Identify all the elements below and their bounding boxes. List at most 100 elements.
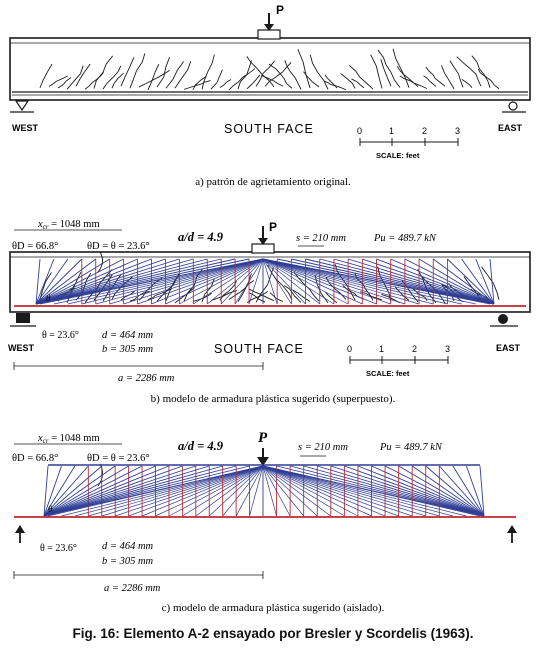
- crack-segment: [425, 66, 430, 72]
- pu-label-b: Pu = 489.7 kN: [373, 233, 437, 244]
- crack-segment: [481, 266, 488, 276]
- caption-a: a) patrón de agrietamiento original.: [195, 176, 351, 188]
- truss-diagonal: [35, 258, 41, 305]
- crack-segment: [460, 80, 464, 88]
- crack-segment: [305, 74, 311, 89]
- crack-segment: [112, 71, 119, 78]
- d-label-c: d = 464 mm: [102, 541, 154, 552]
- crack-segment: [303, 71, 308, 78]
- truss-radial: [141, 465, 264, 517]
- crack-segment: [476, 61, 480, 69]
- crack-segment: [120, 296, 126, 301]
- theta-d-left-c: θD = 66.8°: [12, 453, 58, 464]
- scale-bar-b: [349, 356, 449, 364]
- crack-segment: [267, 275, 271, 285]
- crack-segment: [432, 83, 437, 87]
- truss-diagonal: [290, 465, 485, 517]
- crack-segment: [277, 83, 284, 87]
- b-label-c: b = 305 mm: [102, 556, 154, 567]
- reaction-head-west-c: [15, 525, 25, 533]
- crack-segment: [314, 274, 318, 285]
- crack-segment: [194, 83, 202, 87]
- crack-segment: [334, 264, 338, 272]
- ad-label-b: a/d = 4.9: [178, 230, 224, 244]
- theta-bottom-c: θ = 23.6°: [40, 543, 77, 554]
- truss-radial: [262, 465, 277, 517]
- crack-segment: [142, 290, 150, 294]
- crack-segment: [141, 53, 146, 63]
- face-label-a: SOUTH FACE: [224, 122, 314, 136]
- crack-segment: [421, 85, 428, 89]
- crack-segment: [351, 78, 358, 83]
- truss-diagonal: [43, 465, 62, 517]
- crack-segment: [226, 79, 232, 83]
- crack-segment: [93, 291, 101, 301]
- crack-segment: [73, 73, 81, 82]
- crack-segment: [230, 290, 237, 293]
- crack-pattern-a: [39, 48, 500, 91]
- crack-segment: [434, 78, 441, 83]
- crack-segment: [268, 80, 275, 88]
- crack-segment: [297, 292, 302, 297]
- crack-segment: [237, 81, 241, 90]
- crack-segment: [264, 81, 270, 87]
- scale-tick-1-b: 1: [379, 344, 384, 354]
- crack-segment: [441, 65, 445, 74]
- crack-segment: [385, 64, 392, 73]
- crack-segment: [210, 82, 218, 90]
- crack-segment: [134, 296, 138, 300]
- crack-segment: [169, 282, 174, 293]
- pu-label-c: Pu = 489.7 kN: [379, 442, 443, 453]
- crack-segment: [341, 278, 348, 286]
- crack-segment: [428, 294, 437, 304]
- crack-segment: [478, 68, 485, 76]
- crack-segment: [284, 60, 288, 67]
- crack-segment: [444, 72, 450, 82]
- theta-d-left-b: θD = 66.8°: [12, 241, 58, 252]
- truss-diagonal: [447, 258, 495, 305]
- truss-diagonal: [35, 258, 222, 305]
- crack-segment: [273, 80, 278, 84]
- truss-diagonal: [390, 258, 495, 305]
- truss-diagonal: [35, 258, 124, 305]
- crack-segment: [45, 272, 52, 282]
- figure-caption: Fig. 16: Elemento A-2 ensayado por Bresl…: [72, 626, 474, 641]
- crack-segment: [381, 293, 389, 297]
- crack-segment: [48, 83, 54, 87]
- truss-diagonal: [43, 465, 143, 517]
- s-label-c: s = 210 mm: [298, 442, 348, 453]
- crack-segment: [355, 71, 361, 78]
- crack-segment: [375, 65, 380, 78]
- crack-segment: [260, 284, 268, 294]
- truss-diagonal: [344, 465, 485, 517]
- truss-diagonal: [35, 258, 83, 305]
- crack-segment: [283, 78, 287, 84]
- crack-segment: [174, 78, 182, 89]
- crack-segment: [368, 294, 373, 298]
- truss-diagonal: [475, 258, 495, 305]
- crack-segment: [156, 295, 163, 302]
- crack-segment: [147, 81, 153, 91]
- caption-c: c) modelo de armadura plástica sugerido …: [162, 602, 385, 614]
- crack-segment: [65, 77, 72, 82]
- support-east-a: [508, 101, 518, 111]
- truss-radial: [81, 258, 264, 305]
- crack-segment: [189, 85, 195, 89]
- crack-segment: [386, 77, 392, 87]
- crack-segment: [84, 63, 91, 72]
- crack-segment: [232, 81, 240, 87]
- truss-diagonal: [43, 465, 89, 517]
- truss-radial: [262, 258, 335, 305]
- crack-segment: [349, 290, 356, 294]
- crack-segment: [174, 297, 183, 304]
- crack-segment: [282, 66, 287, 73]
- crack-segment: [297, 298, 302, 303]
- crack-segment: [219, 84, 225, 88]
- crack-segment: [492, 283, 498, 292]
- truss-radial: [262, 465, 291, 517]
- crack-segment: [254, 295, 259, 300]
- truss-diagonal: [303, 465, 485, 517]
- truss-diagonal: [43, 465, 196, 517]
- scale-label-a: SCALE: feet: [376, 151, 420, 160]
- crack-segment: [336, 85, 342, 89]
